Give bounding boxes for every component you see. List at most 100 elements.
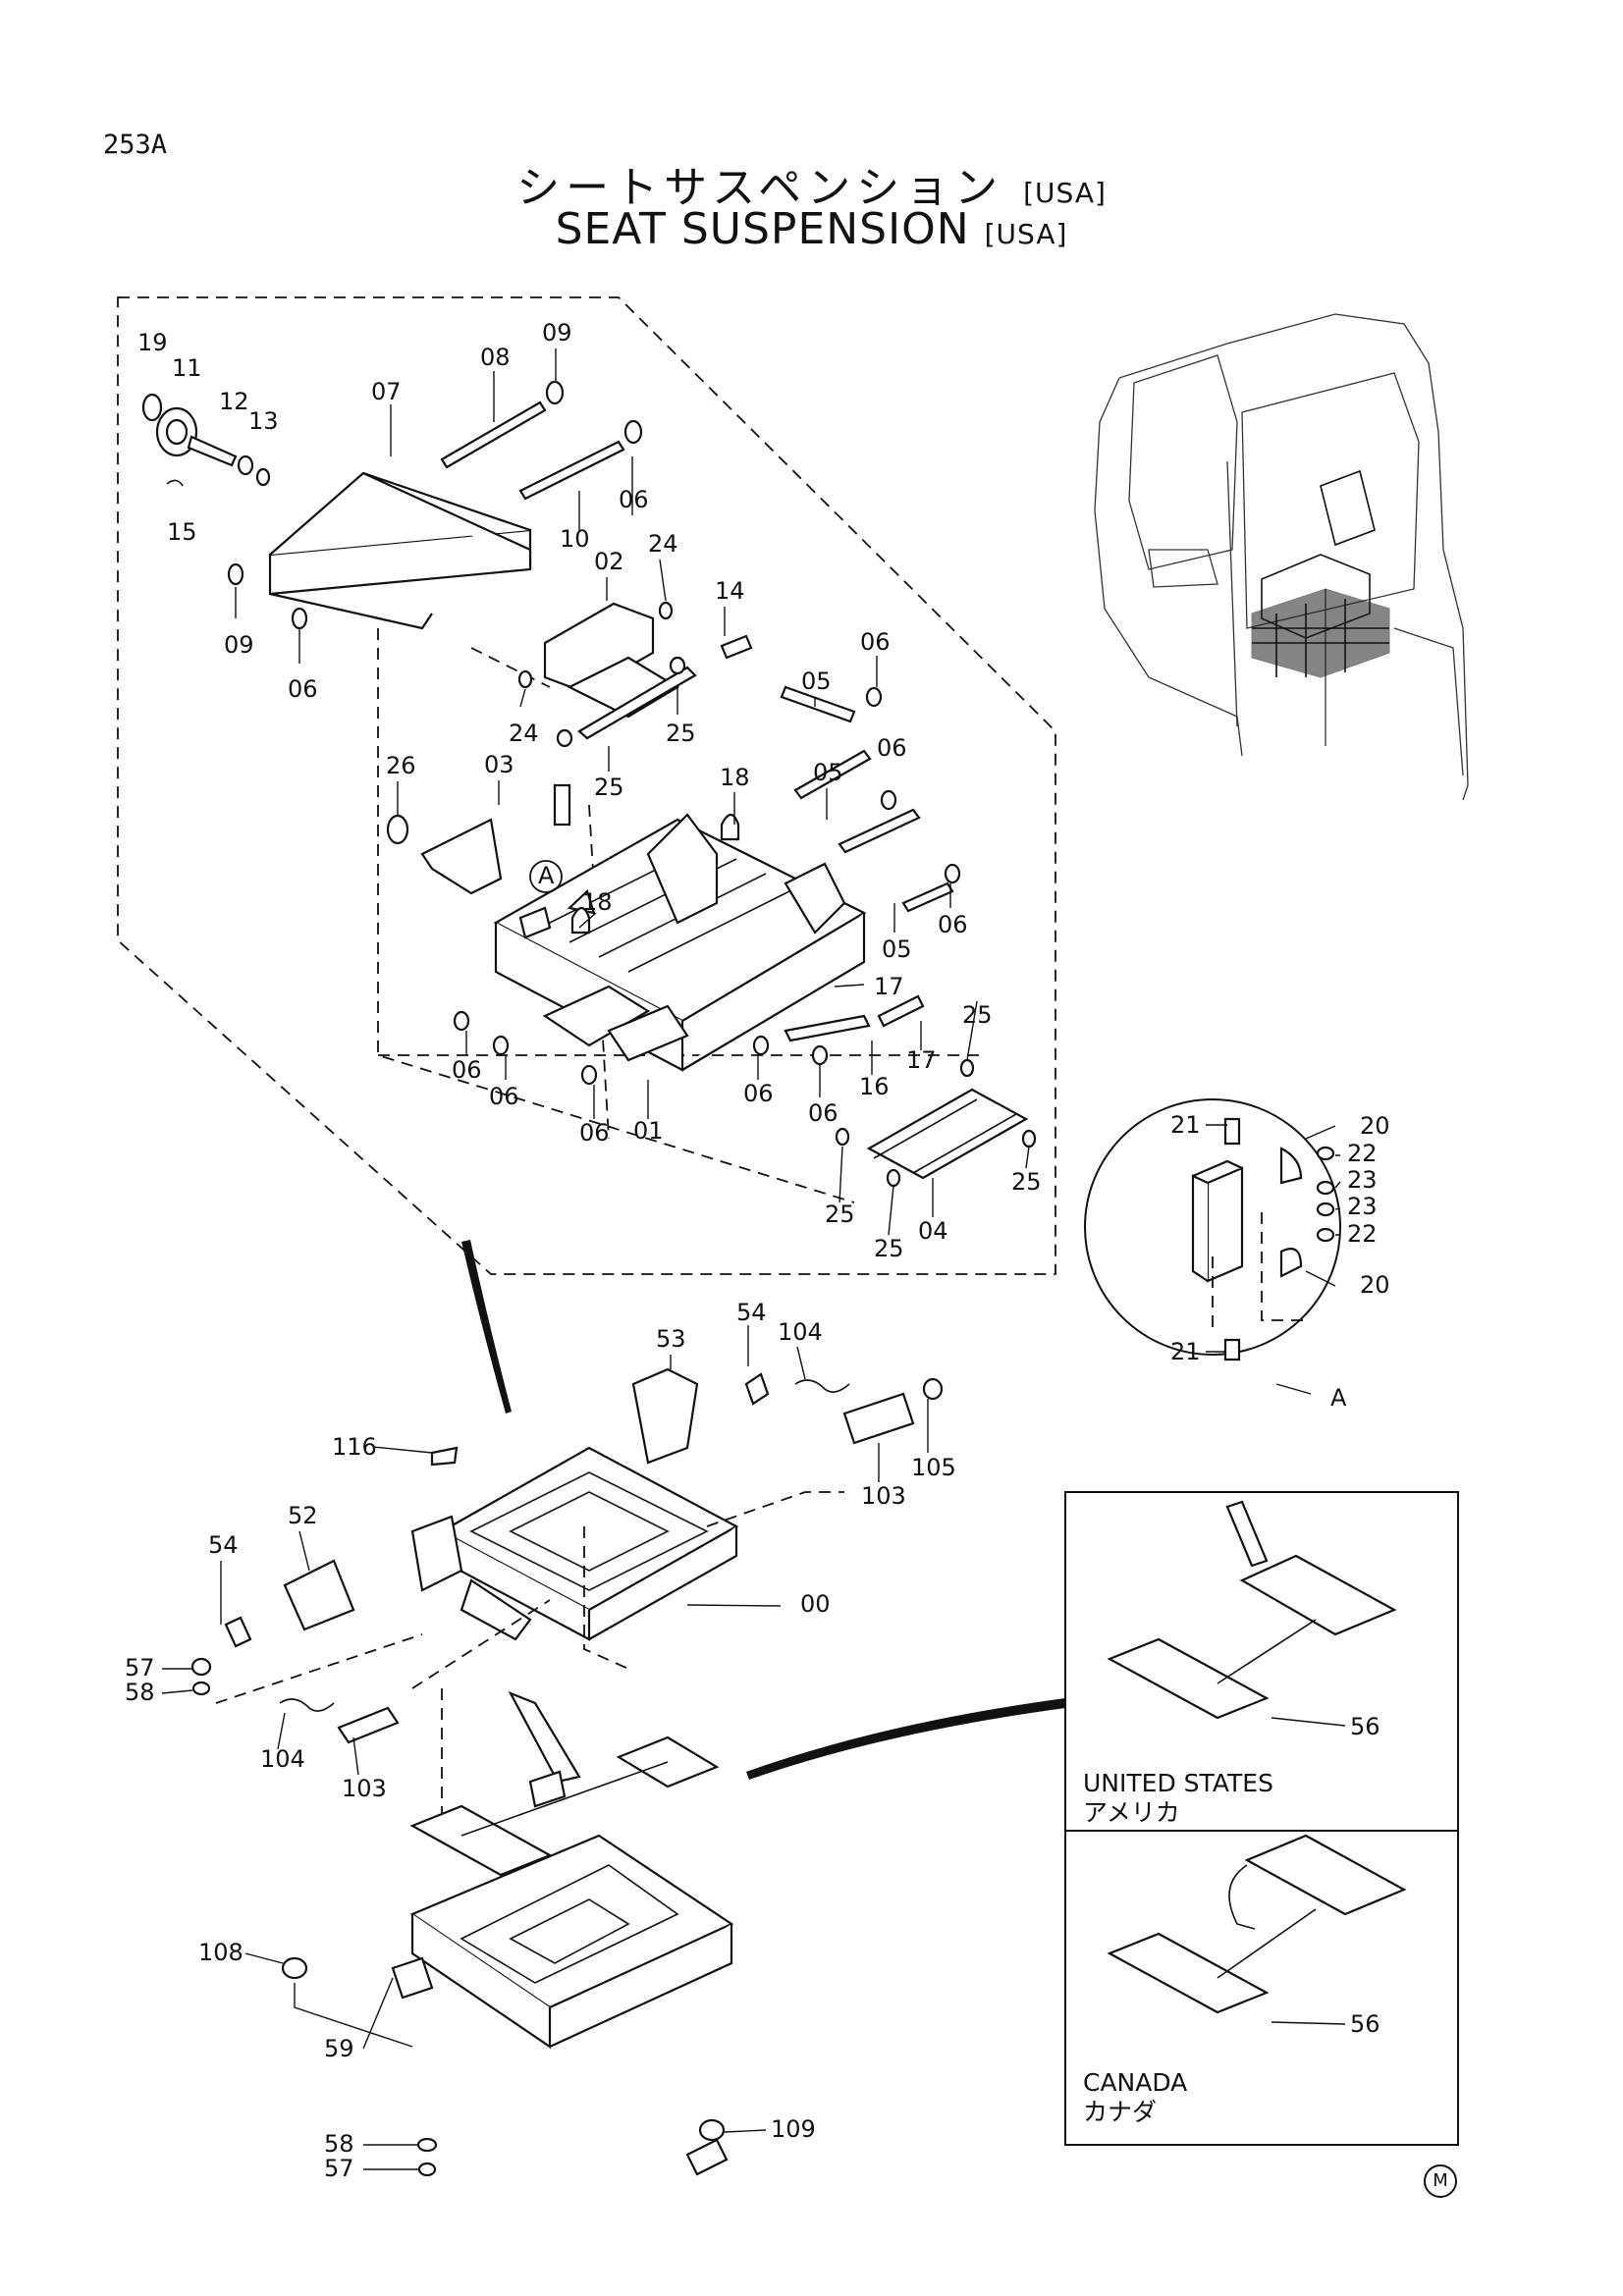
callout-04: 04 [918, 1217, 948, 1245]
callout-19: 19 [137, 329, 168, 356]
callout-06: 06 [860, 628, 891, 656]
maker-mark: M [1424, 2164, 1457, 2198]
shafts [227, 380, 643, 630]
callout-06: 06 [288, 675, 318, 703]
callout-58: 58 [125, 1679, 155, 1706]
detail-a-view [1084, 1098, 1341, 1395]
callout-56: 56 [1350, 2010, 1380, 2038]
callout-57: 57 [125, 1654, 155, 1682]
callout-06: 06 [489, 1083, 519, 1110]
title-japanese: シートサスペンション [USA] [0, 152, 1623, 215]
callout-59: 59 [324, 2035, 354, 2062]
callout-06: 06 [619, 486, 649, 513]
title-en-text: SEAT SUSPENSION [555, 204, 970, 254]
slide-rail-us [409, 1690, 720, 1877]
region-us-en: UNITED STATES [1083, 1769, 1273, 1797]
knob-assembly [141, 393, 271, 487]
region-tag-en: [USA] [984, 218, 1068, 250]
callout-109: 109 [771, 2115, 816, 2143]
callout-24: 24 [648, 530, 678, 558]
callout-a: A [538, 862, 555, 889]
callout-06: 06 [452, 1056, 482, 1084]
callout-16: 16 [859, 1073, 890, 1100]
callout-10: 10 [560, 525, 590, 553]
callout-57: 57 [324, 2155, 354, 2182]
callout-22: 22 [1347, 1140, 1378, 1167]
callout-104: 104 [260, 1745, 305, 1773]
region-variants-box [1064, 1491, 1459, 2146]
callout-00: 00 [800, 1590, 831, 1618]
callout-12: 12 [219, 388, 249, 415]
callout-05: 05 [813, 759, 843, 786]
callout-21: 21 [1170, 1338, 1201, 1365]
title-english: SEAT SUSPENSION [USA] [0, 204, 1623, 254]
callout-06: 06 [743, 1080, 774, 1107]
callout-21: 21 [1170, 1111, 1201, 1139]
exploded-view-boundary [117, 296, 1056, 1275]
callout-103: 103 [342, 1775, 387, 1802]
callout-105: 105 [911, 1454, 956, 1481]
machine-cab-illustration [1094, 313, 1469, 801]
callout-25: 25 [594, 774, 624, 801]
callout-22: 22 [1347, 1220, 1378, 1248]
pins-and-link [780, 685, 1029, 1180]
callout-18: 18 [582, 888, 613, 916]
callout-17: 17 [906, 1046, 937, 1074]
callout-53: 53 [656, 1325, 686, 1353]
callout-116: 116 [332, 1433, 377, 1461]
callout-23: 23 [1347, 1166, 1378, 1194]
leader-lines [161, 348, 1341, 2170]
callout-20: 20 [1360, 1112, 1390, 1140]
callout-06: 06 [579, 1119, 610, 1147]
callout-11: 11 [172, 354, 202, 382]
region-ca-en: CANADA [1083, 2068, 1187, 2097]
callout-24: 24 [509, 720, 539, 747]
connector-curve [461, 1240, 512, 1414]
title-jp-text: シートサスペンション [516, 163, 1004, 213]
region-us-jp: アメリカ [1083, 1798, 1180, 1827]
callout-104: 104 [778, 1318, 823, 1346]
callout-25: 25 [1011, 1168, 1042, 1196]
callout-17: 17 [874, 973, 904, 1000]
callout-25: 25 [874, 1235, 904, 1262]
frame-assembly [493, 813, 867, 1072]
region-ca-jp: カナダ [1083, 2098, 1157, 2126]
callout-26: 26 [386, 752, 416, 779]
mounting-plate [281, 1834, 734, 2177]
detail-a-label: A [1330, 1384, 1347, 1412]
callout-06: 06 [877, 734, 907, 762]
callout-02: 02 [594, 548, 624, 575]
page-code: 253A [103, 130, 168, 160]
callout-103: 103 [861, 1482, 906, 1510]
callout-labels: 19 11 12 13 15 07 08 09 06 10 02 24 09 0… [125, 319, 1390, 2182]
callout-56: 56 [1350, 1713, 1380, 1740]
callout-25: 25 [825, 1201, 855, 1228]
callout-54: 54 [736, 1299, 767, 1326]
callout-25: 25 [962, 1001, 993, 1029]
damper-block [517, 601, 753, 748]
callout-06: 06 [938, 911, 968, 938]
top-bracket [268, 471, 532, 630]
callout-09: 09 [224, 631, 254, 659]
callout-09: 09 [542, 319, 572, 347]
callout-15: 15 [167, 518, 197, 546]
callout-108: 108 [198, 1939, 243, 1966]
callout-25: 25 [666, 720, 696, 747]
callout-13: 13 [248, 407, 279, 435]
callout-05: 05 [882, 935, 912, 963]
callout-01: 01 [633, 1117, 664, 1145]
callout-54: 54 [208, 1531, 239, 1559]
callout-07: 07 [371, 378, 402, 405]
slide-rail-us-detail [1107, 1500, 1397, 1727]
callout-52: 52 [288, 1502, 318, 1529]
seat-suspension-base [190, 1367, 944, 1816]
slide-rail-canada-detail [1107, 1834, 1407, 2025]
callout-06: 06 [808, 1099, 839, 1127]
callout-14: 14 [715, 577, 745, 605]
region-connector-curve [746, 1698, 1065, 1780]
lever-bracket-03 [386, 783, 740, 934]
callout-23: 23 [1347, 1193, 1378, 1220]
callout-08: 08 [480, 344, 511, 371]
callout-a-circle [529, 860, 563, 893]
